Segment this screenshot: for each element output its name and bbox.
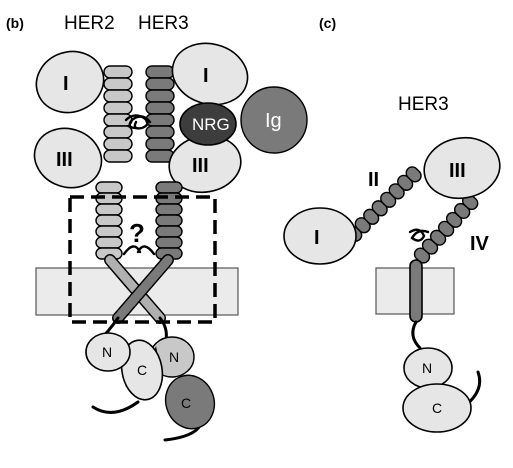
- her3-title-c: HER3: [398, 94, 449, 115]
- domain-ii-label: II: [368, 169, 379, 191]
- question-mark: ?: [129, 218, 145, 248]
- her2-domain-iii-label: III: [56, 149, 73, 171]
- tether-loop: [408, 228, 430, 242]
- her3-domain-iii-label-c: III: [449, 160, 466, 182]
- panel-b-label: (b): [6, 15, 24, 31]
- her3-domain-ii-b: [145, 65, 175, 163]
- her3-domain-iv-b: [155, 181, 183, 260]
- her3-kinase-n-label: N: [169, 349, 179, 365]
- her2-kinase-n-lobe: [85, 332, 131, 372]
- her2-domain-i: [35, 50, 105, 114]
- her2-kinase-c-lobe: [120, 339, 164, 401]
- her2-c-tail: [91, 400, 140, 414]
- iv-loop-right: [136, 245, 156, 256]
- her3-domain-i-label-b: I: [203, 65, 209, 87]
- her3-domain-i-c: [283, 207, 357, 265]
- her2-tm-helix: [105, 255, 165, 323]
- her3-kinase-n-label-c: N: [422, 360, 432, 376]
- her3-domain-iii-c: [423, 136, 501, 200]
- her3-tm-helix-c: [409, 259, 423, 323]
- her3-kinase-c-lobe-c: [402, 383, 472, 433]
- her2-kinase-n-label: N: [102, 344, 112, 360]
- her3-jm-link-c: [411, 320, 422, 350]
- her3-kinase-c-label: C: [181, 395, 191, 411]
- her3-domain-i-label-c: I: [314, 227, 320, 249]
- panel-b: (b) HER2 HER3: [6, 13, 308, 442]
- her2-domain-iii: [33, 127, 103, 189]
- her2-domain-ii: [103, 65, 133, 163]
- her3-domain-ii-c: [346, 166, 422, 242]
- nrg-label: NRG: [192, 115, 230, 134]
- dimerization-arm-right: [128, 115, 152, 130]
- panel-c: (c) HER3 I: [283, 15, 501, 433]
- domain-iv-label: IV: [470, 233, 490, 255]
- her3-domain-i-b: [171, 42, 249, 106]
- her3-title-b: HER3: [138, 13, 189, 34]
- ig-domain: [240, 86, 308, 154]
- her2-domain-iv: [95, 181, 123, 260]
- her2-domain-i-label: I: [63, 73, 69, 95]
- her2-title: HER2: [64, 13, 115, 34]
- nrg-ligand: [179, 102, 237, 146]
- panel-c-label: (c): [319, 15, 336, 31]
- her3-kinase-c-lobe: [164, 374, 216, 430]
- her3-kinase-c-label-c: C: [432, 400, 442, 416]
- juxtamembrane-dashed-box: [68, 195, 217, 324]
- ig-label: Ig: [265, 110, 282, 132]
- her3-domain-iii-label-b: III: [192, 155, 209, 177]
- her2-kinase-c-label: C: [137, 362, 147, 378]
- her3-tm-helix-b: [113, 255, 173, 323]
